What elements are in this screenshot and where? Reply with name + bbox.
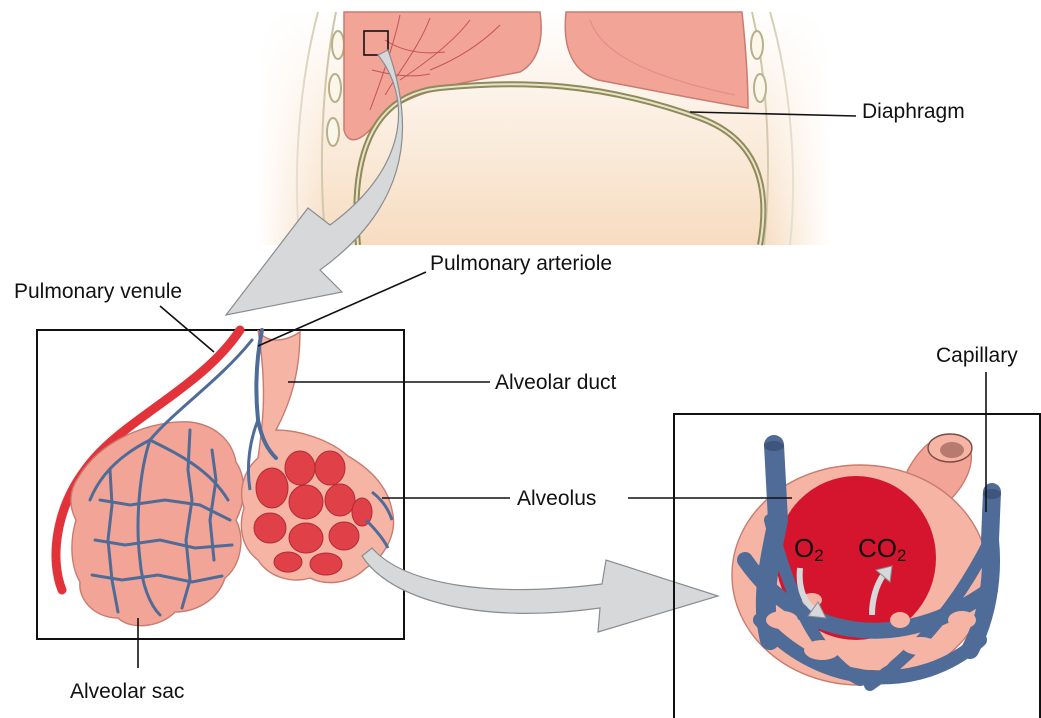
carbon-dioxide-subscript: 2: [897, 546, 906, 565]
alveolar-sac-label: Alveolar sac: [70, 680, 184, 703]
oxygen-subscript: 2: [814, 546, 823, 565]
zoom-arrow-2: [362, 548, 718, 632]
capillary-label: Capillary: [936, 344, 1018, 367]
pulmonary-venule-label: Pulmonary venule: [14, 280, 182, 303]
oxygen-symbol: O: [794, 533, 814, 563]
capillary-top-left-end: [764, 441, 784, 451]
carbon-dioxide-symbol: CO: [858, 533, 897, 563]
pulmonary-arteriole-label: Pulmonary arteriole: [430, 252, 612, 275]
alveolar-duct-branch: [241, 330, 393, 583]
alveolar-sac-left: [56, 330, 252, 626]
alveolar-duct-label: Alveolar duct: [495, 371, 617, 394]
alveolus-label: Alveolus: [517, 487, 596, 510]
torso-illustration: [258, 10, 830, 245]
diaphragm-label: Diaphragm: [862, 100, 965, 123]
